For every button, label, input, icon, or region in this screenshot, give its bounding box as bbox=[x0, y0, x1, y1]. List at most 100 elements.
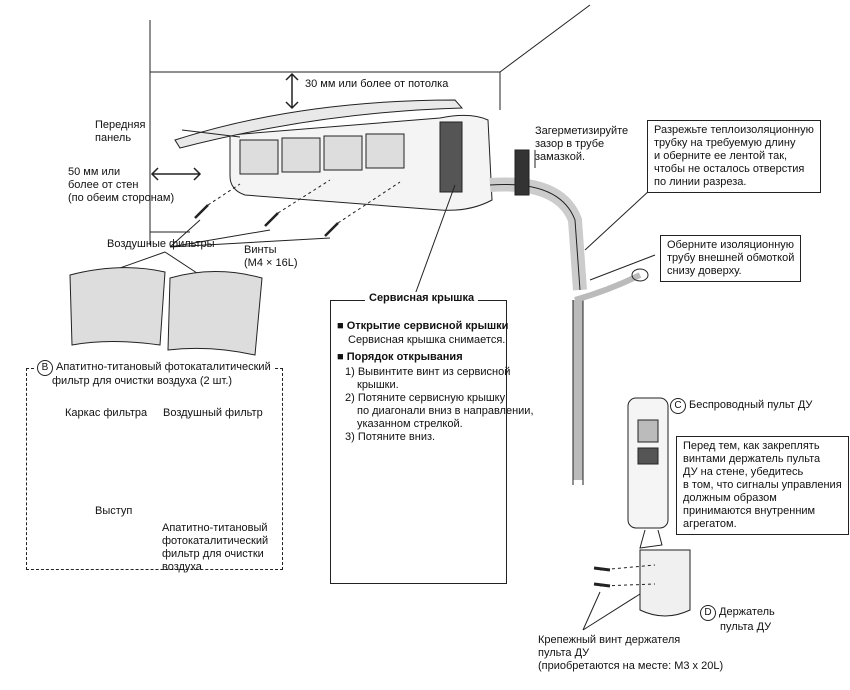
insulation-note-line: трубку на требуемую длину bbox=[654, 137, 796, 149]
screw-guides bbox=[207, 179, 401, 224]
holder-screw-line: (приобретаются на месте: М3 х 20L) bbox=[538, 660, 724, 672]
service-order-heading: ■ Порядок открывания bbox=[337, 351, 463, 364]
service-title: Сервисная крышка bbox=[365, 292, 479, 305]
filters-leader bbox=[119, 251, 201, 276]
remote-note-box: Перед тем, как закреплять винтами держат… bbox=[676, 436, 849, 535]
seal-note-line: Загерметизируйте bbox=[535, 125, 629, 137]
remote-note-line: должным образом bbox=[683, 492, 777, 504]
remote-note-line: винтами держатель пульта bbox=[683, 453, 821, 465]
service-step: крышки. bbox=[357, 379, 399, 391]
pipe-end bbox=[631, 268, 649, 282]
loose-filter-right bbox=[167, 271, 263, 356]
badge-d: D bbox=[700, 605, 716, 621]
remote-note-line: в том, что сигналы управления bbox=[683, 479, 842, 491]
wall-gap-arrow bbox=[150, 167, 202, 181]
photo-filter-label: Апатитно-титановый фотокаталитический фи… bbox=[162, 522, 268, 574]
insulation-note-line: по линии разреза. bbox=[654, 176, 747, 188]
remote-note-line: агрегатом. bbox=[683, 518, 737, 530]
wrap-note-line: трубу внешней обмоткой bbox=[667, 252, 795, 264]
service-step: 2) Потяните сервисную крышку bbox=[345, 392, 506, 404]
service-step: по диагонали вниз в направлении, bbox=[357, 405, 534, 417]
front-panel-label-line: Передняя bbox=[95, 119, 146, 131]
service-open-heading: ■ Открытие сервисной крышки bbox=[337, 320, 508, 333]
holder-label-line: пульта ДУ bbox=[720, 621, 772, 633]
pipe-outline bbox=[489, 183, 581, 291]
insulation-note-box: Разрежьте теплоизоляционную трубку на тр… bbox=[647, 120, 821, 193]
unit-filter-slot bbox=[239, 139, 279, 175]
service-step: указанном стрелкой. bbox=[357, 418, 463, 430]
service-step: 1) Вывинтите винт из сервисной bbox=[345, 366, 511, 378]
front-panel-label: Передняя панель bbox=[95, 119, 145, 145]
wall-gap-label: 50 мм или более от стен (по обеим сторон… bbox=[68, 166, 174, 205]
wall-gap-label-line: (по обеим сторонам) bbox=[68, 192, 175, 204]
remote-holder bbox=[639, 549, 691, 617]
filter-detail-title-line: фильтр для очистки воздуха (2 шт.) bbox=[52, 375, 233, 387]
pipe-branch bbox=[574, 272, 642, 303]
remote-note-line: принимаются внутренним bbox=[683, 505, 816, 517]
screws-leader bbox=[150, 219, 331, 248]
wall-sleeve bbox=[514, 149, 530, 196]
tab-label: Выступ bbox=[95, 505, 133, 517]
air-filter-label: Воздушный фильтр bbox=[163, 407, 263, 419]
loose-filter-left bbox=[69, 267, 166, 346]
seal-note-line: зазор в трубе bbox=[535, 138, 605, 150]
bullet: ■ bbox=[337, 320, 344, 332]
holder-screw-leader bbox=[582, 591, 641, 631]
badge-c: C bbox=[670, 398, 686, 414]
remote-label-text: Беспроводный пульт ДУ bbox=[689, 399, 813, 411]
insulation-note-line: и оберните ее лентой так, bbox=[654, 150, 788, 162]
ceiling-gap-label: 30 мм или более от потолка bbox=[305, 78, 449, 90]
filter-detail-box bbox=[26, 368, 283, 570]
service-leader bbox=[412, 184, 456, 301]
service-open-heading-text: Открытие сервисной крышки bbox=[346, 320, 509, 332]
remote-note-line: Перед тем, как закреплять bbox=[683, 440, 820, 452]
service-steps: 1) Вывинтите винт из сервисной крышки. 2… bbox=[345, 366, 534, 444]
wrap-note-box: Оберните изоляционную трубу внешней обмо… bbox=[660, 235, 802, 282]
unit-filter-slot bbox=[281, 137, 321, 173]
unit-filter-slot bbox=[365, 133, 405, 169]
seal-note: Загерметизируйте зазор в трубе замазкой. bbox=[535, 125, 628, 164]
filter-detail-title-line: Апатитно-титановый фотокаталитический bbox=[56, 361, 271, 373]
remote-screen bbox=[637, 419, 659, 443]
wrap-note-line: Оберните изоляционную bbox=[667, 239, 795, 251]
screws-label: Винты (М4 × 16L) bbox=[244, 244, 298, 270]
seal-note-line: замазкой. bbox=[535, 151, 586, 163]
remote-buttons bbox=[637, 447, 659, 465]
photo-filter-label-line: фильтр для очистки bbox=[162, 548, 264, 560]
screws bbox=[194, 204, 339, 237]
front-panel-leader bbox=[181, 129, 241, 138]
remote-note-line: ДУ на стене, убедитесь bbox=[683, 466, 804, 478]
filters-label: Воздушные фильтры bbox=[107, 238, 215, 250]
holder-label-line: Держатель bbox=[719, 606, 775, 618]
wrap-note-line: снизу доверху. bbox=[667, 265, 742, 277]
screws-label-line: Винты bbox=[244, 244, 277, 256]
pipe-insulation bbox=[489, 177, 587, 291]
photo-filter-label-line: Апатитно-титановый bbox=[162, 522, 268, 534]
service-box bbox=[330, 300, 507, 584]
service-step: 3) Потяните вниз. bbox=[345, 431, 436, 443]
front-panel-label-line: панель bbox=[95, 132, 132, 144]
service-cover bbox=[439, 121, 463, 193]
wall-outline bbox=[149, 4, 591, 245]
wall-gap-label-line: 50 мм или bbox=[68, 166, 121, 178]
photo-filter-label-line: воздуха bbox=[162, 561, 202, 573]
holder-screw-line: Крепежный винт держателя bbox=[538, 634, 681, 646]
badge-b: B bbox=[37, 360, 53, 376]
pipe-wrap-edges bbox=[572, 300, 584, 485]
front-panel bbox=[174, 99, 464, 149]
bullet: ■ bbox=[337, 351, 344, 363]
wrap-leader bbox=[589, 254, 656, 281]
insulation-note-line: Разрежьте теплоизоляционную bbox=[654, 124, 814, 136]
ceiling-gap-arrow bbox=[285, 72, 299, 110]
remote-insert-arrow bbox=[639, 529, 663, 549]
holder-screw-line: пульта ДУ bbox=[538, 647, 590, 659]
holder-screws bbox=[593, 566, 611, 588]
frame-label: Каркас фильтра bbox=[65, 407, 148, 419]
service-order-heading-text: Порядок открывания bbox=[346, 351, 463, 363]
unit-filter-slot bbox=[323, 135, 363, 171]
photo-filter-label-line: фотокаталитический bbox=[162, 535, 269, 547]
